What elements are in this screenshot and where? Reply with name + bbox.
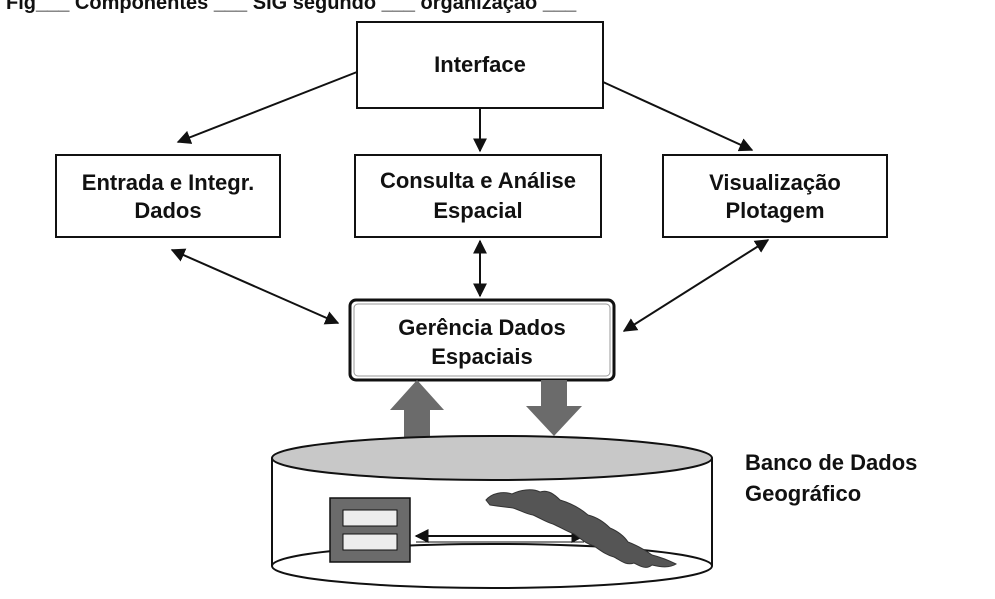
entrada-box: Entrada e Integr. Dados bbox=[55, 154, 281, 238]
visualizacao-label-line2: Plotagem bbox=[725, 198, 824, 223]
gerencia-label-line2: Espaciais bbox=[431, 344, 533, 369]
map-icon bbox=[485, 489, 677, 568]
interface-box: Interface bbox=[356, 21, 604, 109]
arrow-interface-to-visualizacao bbox=[602, 81, 754, 152]
header-fragment: Fig___ Componentes ___ SIG segundo ___ o… bbox=[6, 0, 577, 14]
arrow-entrada-gerencia bbox=[170, 248, 340, 325]
gerencia-box: Gerência Dados Espaciais bbox=[348, 298, 616, 382]
database-label-line2: Geográfico bbox=[745, 481, 861, 506]
table-icon bbox=[329, 497, 411, 563]
gerencia-label-line1: Gerência Dados bbox=[398, 315, 566, 340]
entrada-label-line2: Dados bbox=[134, 198, 201, 223]
big-arrow-up bbox=[390, 380, 444, 438]
arrow-interface-to-entrada bbox=[176, 71, 358, 144]
consulta-label-line1: Consulta e Análise bbox=[380, 168, 576, 193]
consulta-box: Consulta e Análise Espacial bbox=[354, 154, 602, 238]
arrow-visualizacao-gerencia bbox=[622, 239, 770, 332]
entrada-label-line1: Entrada e Integr. bbox=[82, 170, 254, 195]
visualizacao-box: Visualização Plotagem bbox=[662, 154, 888, 238]
interface-label: Interface bbox=[434, 52, 526, 77]
consulta-label-line2: Espacial bbox=[433, 198, 522, 223]
database-label-line1: Banco de Dados bbox=[745, 450, 917, 475]
visualizacao-label-line1: Visualização bbox=[709, 170, 841, 195]
big-arrow-down bbox=[526, 380, 582, 436]
